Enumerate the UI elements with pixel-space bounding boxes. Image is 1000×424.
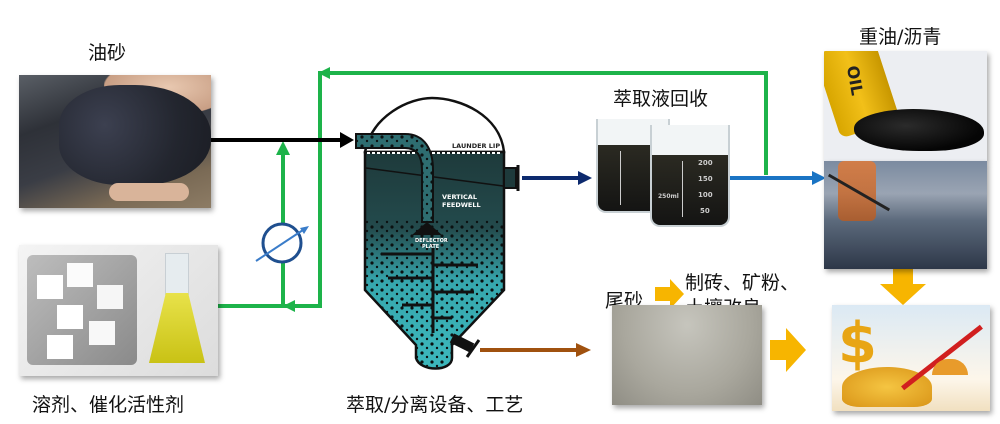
pump-icon-diagonal — [255, 227, 307, 262]
beaker-left-scale — [620, 151, 621, 205]
oil-spill — [854, 109, 984, 151]
beaker-mark-200: 200 — [698, 159, 713, 167]
feed-arrowhead — [340, 132, 354, 148]
beakers-photo: 200 150 100 50 250ml — [590, 113, 730, 243]
pump-icon-arrowhead — [300, 226, 309, 234]
product-arrowhead — [812, 171, 826, 185]
beaker-right: 200 150 100 50 250ml — [650, 125, 730, 227]
solvent-photo — [19, 245, 218, 376]
oil-barrel-photo: OIL — [824, 51, 987, 161]
solvent-label: 溶剂、催化活性剂 — [32, 394, 185, 416]
solvent-line — [218, 150, 285, 308]
recycle-arrowhead-bottom — [283, 300, 295, 312]
tailings-use-line1: 制砖、矿粉、 — [685, 272, 800, 294]
heavy-oil-label: 重油/沥青 — [859, 26, 942, 48]
growth-arrow — [901, 324, 983, 391]
beaker-right-scale — [682, 161, 683, 217]
beaker-mark-50: 50 — [700, 207, 710, 215]
recycle-arrowhead-top — [318, 67, 330, 79]
oil-sand-clump — [59, 85, 211, 185]
profit-photo: $ — [832, 305, 990, 411]
block-arrow-tailings-to-use — [655, 279, 684, 309]
tailings-arrowhead — [576, 343, 591, 357]
fingers — [109, 183, 189, 201]
umbrella-icon — [932, 359, 968, 375]
block-arrow-tailings-to-profit — [770, 328, 806, 372]
flask-neck — [165, 253, 189, 295]
solvent-arrowhead — [276, 141, 290, 155]
beaker-volume: 250ml — [658, 193, 679, 200]
equipment-label: 萃取/分离设备、工艺 — [346, 394, 524, 416]
extract-arrowhead — [578, 171, 592, 185]
beaker-mark-100: 100 — [698, 191, 713, 199]
oil-sand-photo — [19, 75, 211, 208]
oil-sand-label: 油砂 — [88, 42, 127, 64]
sugar-cubes — [27, 255, 137, 365]
beaker-mark-150: 150 — [698, 175, 713, 183]
flask-liquid — [149, 293, 205, 363]
dollar-sign-icon: $ — [838, 311, 877, 376]
block-arrow-asphalt-to-profit — [880, 268, 926, 305]
tailings-photo — [612, 305, 762, 405]
extract-recovery-label: 萃取液回收 — [613, 88, 709, 110]
asphalt-photo — [824, 161, 987, 269]
